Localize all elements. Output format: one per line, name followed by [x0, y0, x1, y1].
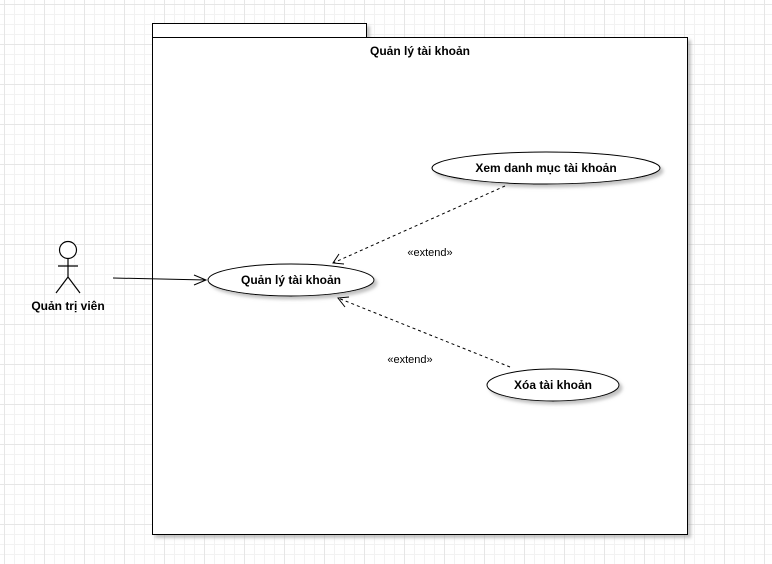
package-tab: [152, 23, 367, 38]
extend-arrow-view[interactable]: [332, 185, 506, 265]
association-arrow[interactable]: [112, 274, 208, 286]
use-case-ellipse: [431, 151, 661, 185]
package-title: Quản lý tài khoản: [370, 44, 470, 58]
extend-arrow-delete[interactable]: [337, 296, 511, 368]
use-case-manage-accounts[interactable]: Quản lý tài khoản: [207, 263, 375, 297]
actor-admin[interactable]: [55, 240, 81, 294]
actor-leg-right: [67, 276, 81, 294]
use-case-label: Quản lý tài khoản: [241, 273, 341, 287]
actor-leg-left: [55, 276, 69, 294]
association-line: [112, 277, 207, 281]
use-case-delete-account[interactable]: Xóa tài khoản: [486, 368, 620, 402]
use-case-ellipse: [486, 368, 620, 402]
actor-head: [58, 240, 78, 260]
extend-line: [337, 297, 511, 368]
association-arrowhead: [193, 274, 208, 286]
extend-line: [332, 185, 506, 264]
use-case-view-accounts[interactable]: Xem danh mục tài khoản: [431, 151, 661, 185]
actor-label: Quản trị viên: [31, 299, 104, 313]
extend-label: «extend»: [407, 247, 452, 259]
extend-arrowhead: [332, 253, 345, 265]
use-case-ellipse: [207, 263, 375, 297]
extend-label: «extend»: [387, 354, 432, 366]
use-case-label: Xóa tài khoản: [514, 378, 592, 392]
extend-arrowhead: [337, 296, 350, 308]
use-case-label: Xem danh mục tài khoản: [475, 161, 616, 175]
